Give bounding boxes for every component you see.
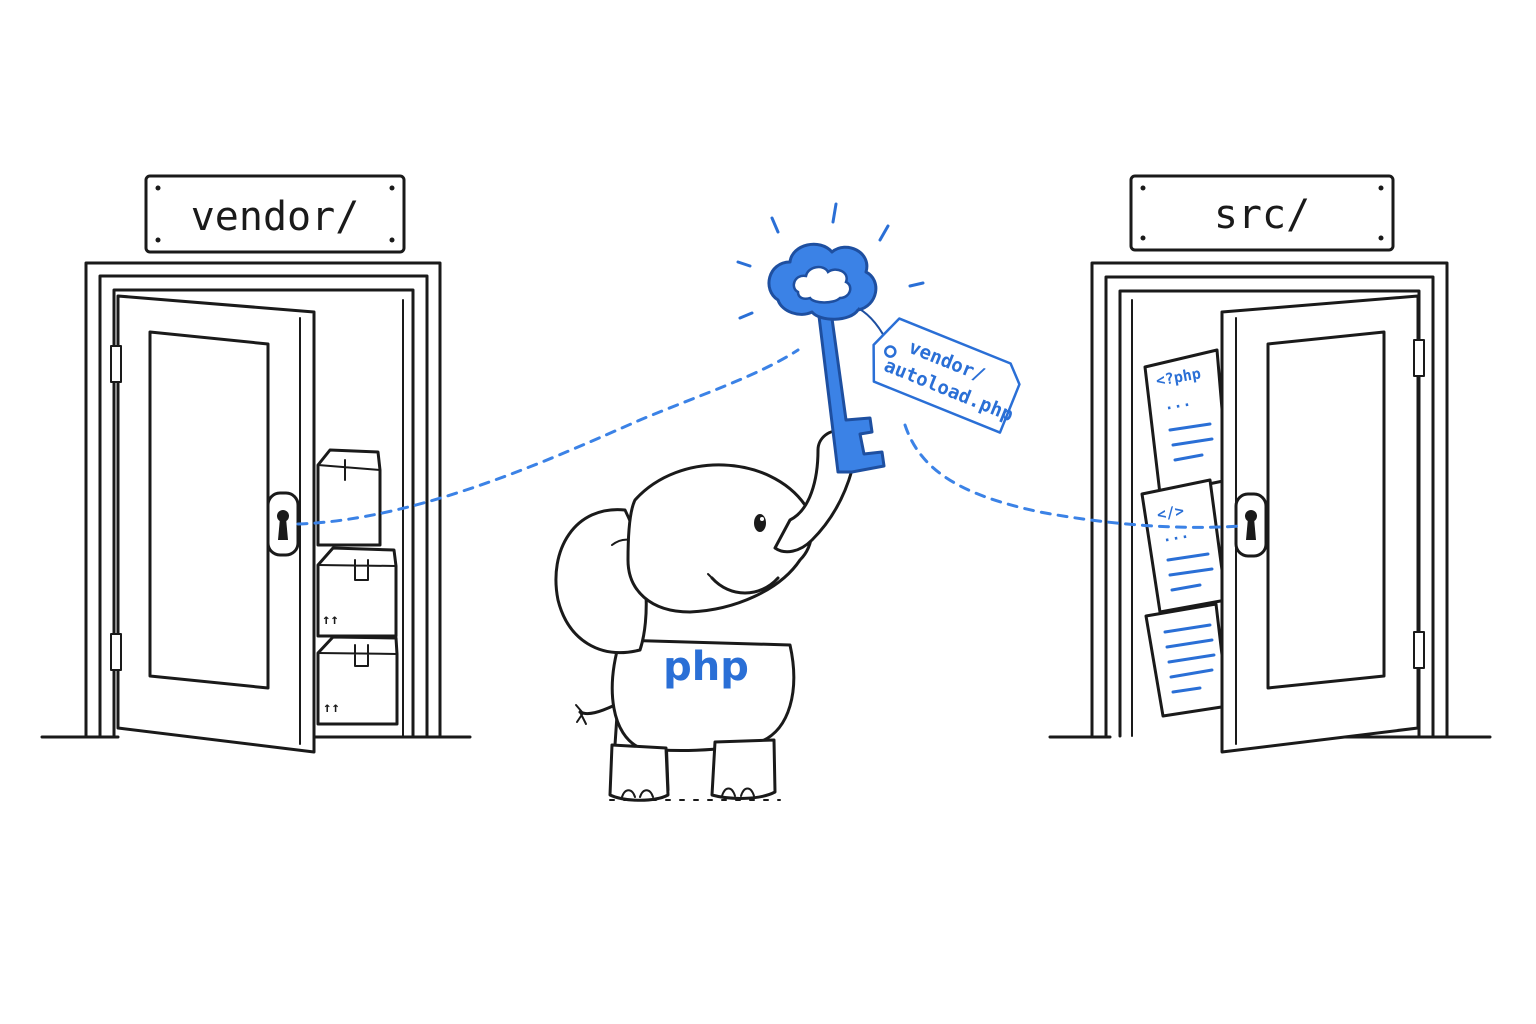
src-door[interactable] — [1220, 294, 1420, 754]
cardboard-box-icon: ↑↑ — [316, 635, 399, 726]
elephant-head — [626, 463, 814, 614]
code-file-icon — [1144, 602, 1230, 718]
cardboard-box-icon — [316, 448, 382, 547]
keyhole-icon[interactable] — [266, 491, 300, 557]
box-arrow-label: ↑↑ — [322, 612, 339, 628]
connector-to-vendor — [296, 348, 800, 526]
elephant-body — [610, 638, 796, 752]
elephant-tail-tuft — [575, 704, 587, 725]
key-icon[interactable] — [736, 202, 925, 474]
hinge-icon — [110, 633, 122, 671]
code-file-icon: </> ... — [1140, 478, 1228, 614]
src-frame-outer — [1090, 261, 1449, 738]
key-sparkle — [736, 202, 925, 320]
vendor-sign-label: vendor/ — [191, 194, 360, 240]
hinge-icon — [1413, 339, 1425, 377]
connector-to-src — [903, 423, 1242, 529]
code-file-icon: <?php ... — [1143, 348, 1230, 496]
key-bow-hole — [792, 265, 852, 304]
src-frame-inner — [1104, 275, 1435, 738]
code-file-header: </> — [1156, 502, 1186, 524]
key-tag-card — [872, 317, 1021, 434]
vendor-door-panel — [148, 330, 270, 690]
php-elephant: php — [554, 429, 857, 802]
code-file-ellipsis: ... — [1161, 524, 1191, 546]
src-sign: src/ — [1129, 174, 1395, 252]
src-door-panel — [1266, 330, 1386, 690]
keyhole-icon[interactable] — [1234, 492, 1268, 558]
src-sign-label: src/ — [1214, 192, 1310, 238]
elephant-php-label: php — [663, 644, 749, 690]
elephant-rear-leg — [608, 743, 670, 802]
code-file-ellipsis: ... — [1163, 392, 1193, 414]
vendor-sign-board — [144, 174, 406, 254]
elephant-toenails — [621, 787, 755, 798]
hinge-icon — [1413, 631, 1425, 669]
vendor-doorway: ↑↑ ↑↑ — [40, 261, 472, 754]
box-arrow-label: ↑↑ — [323, 700, 340, 716]
vendor-sign: vendor/ — [144, 174, 406, 254]
elephant-tail — [578, 703, 617, 716]
vendor-door[interactable] — [116, 294, 316, 754]
vendor-frame-jamb — [112, 288, 415, 738]
key-blade — [816, 302, 886, 474]
key-tag-hole — [884, 345, 897, 358]
src-doorway: <?php ... </> ... — [1048, 261, 1492, 754]
elephant-front-leg — [710, 738, 777, 800]
key-tag: vendor/ autoload.php — [872, 317, 1021, 434]
src-sign-board — [1129, 174, 1395, 252]
elephant-smile — [710, 576, 780, 595]
elephant-eye — [754, 514, 766, 532]
cardboard-box-icon: ↑↑ — [316, 546, 398, 638]
vendor-frame-inner — [98, 274, 429, 738]
hinge-icon — [110, 345, 122, 383]
